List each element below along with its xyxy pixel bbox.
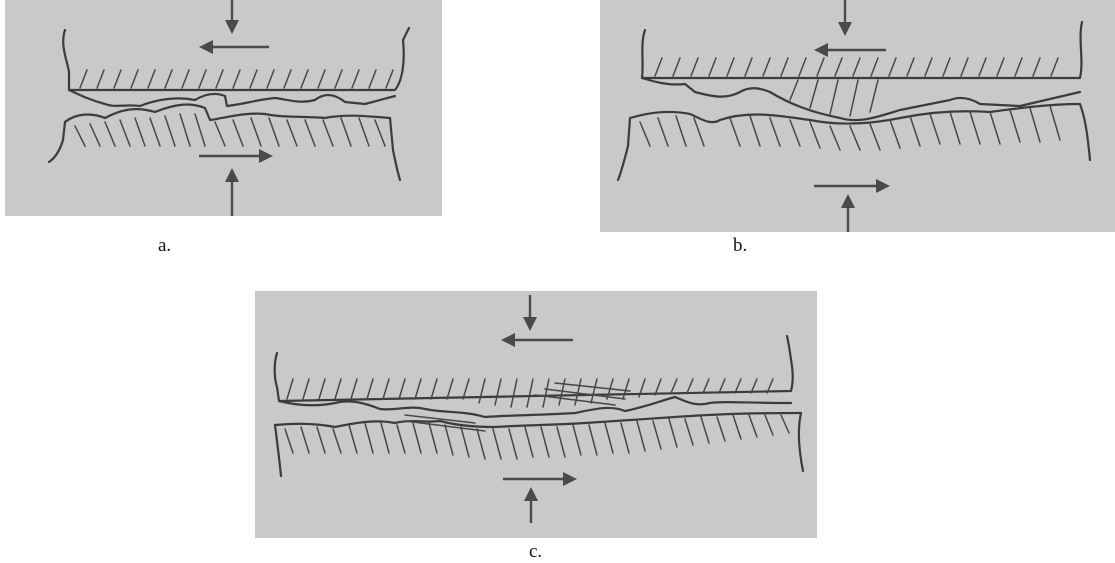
panel-b-friction-sketch — [600, 0, 1115, 232]
panel-b-drawing — [600, 0, 1115, 232]
panel-a-drawing — [5, 0, 442, 216]
arrow-down-top — [838, 0, 852, 36]
lower-body-outline — [618, 104, 1090, 180]
upper-asperity-profile — [69, 90, 395, 106]
arrow-down-top — [225, 0, 239, 34]
upper-body-outline — [275, 336, 793, 401]
caption-a: a. — [158, 236, 171, 255]
upper-asperity-profile — [642, 78, 1080, 120]
upper-hatching — [80, 70, 393, 88]
arrow-up-bottom — [841, 194, 855, 232]
arrow-up-bottom — [524, 487, 538, 523]
caption-c: c. — [529, 542, 542, 561]
arrow-up-bottom — [225, 168, 239, 216]
arrow-right-bottom — [814, 179, 890, 193]
panel-c-drawing — [255, 291, 817, 538]
arrow-down-top — [523, 295, 537, 331]
arrow-right-bottom — [199, 149, 273, 163]
lower-body-outline — [49, 118, 400, 180]
arrow-left-top — [501, 333, 573, 347]
panel-a-friction-sketch — [5, 0, 442, 216]
arrow-left-top — [814, 43, 886, 57]
panel-c-friction-sketch — [255, 291, 817, 538]
lower-hatching — [75, 114, 385, 146]
upper-hatching — [655, 58, 1058, 116]
caption-b: b. — [733, 236, 747, 255]
arrow-left-top — [199, 40, 269, 54]
arrow-right-bottom — [503, 472, 577, 486]
